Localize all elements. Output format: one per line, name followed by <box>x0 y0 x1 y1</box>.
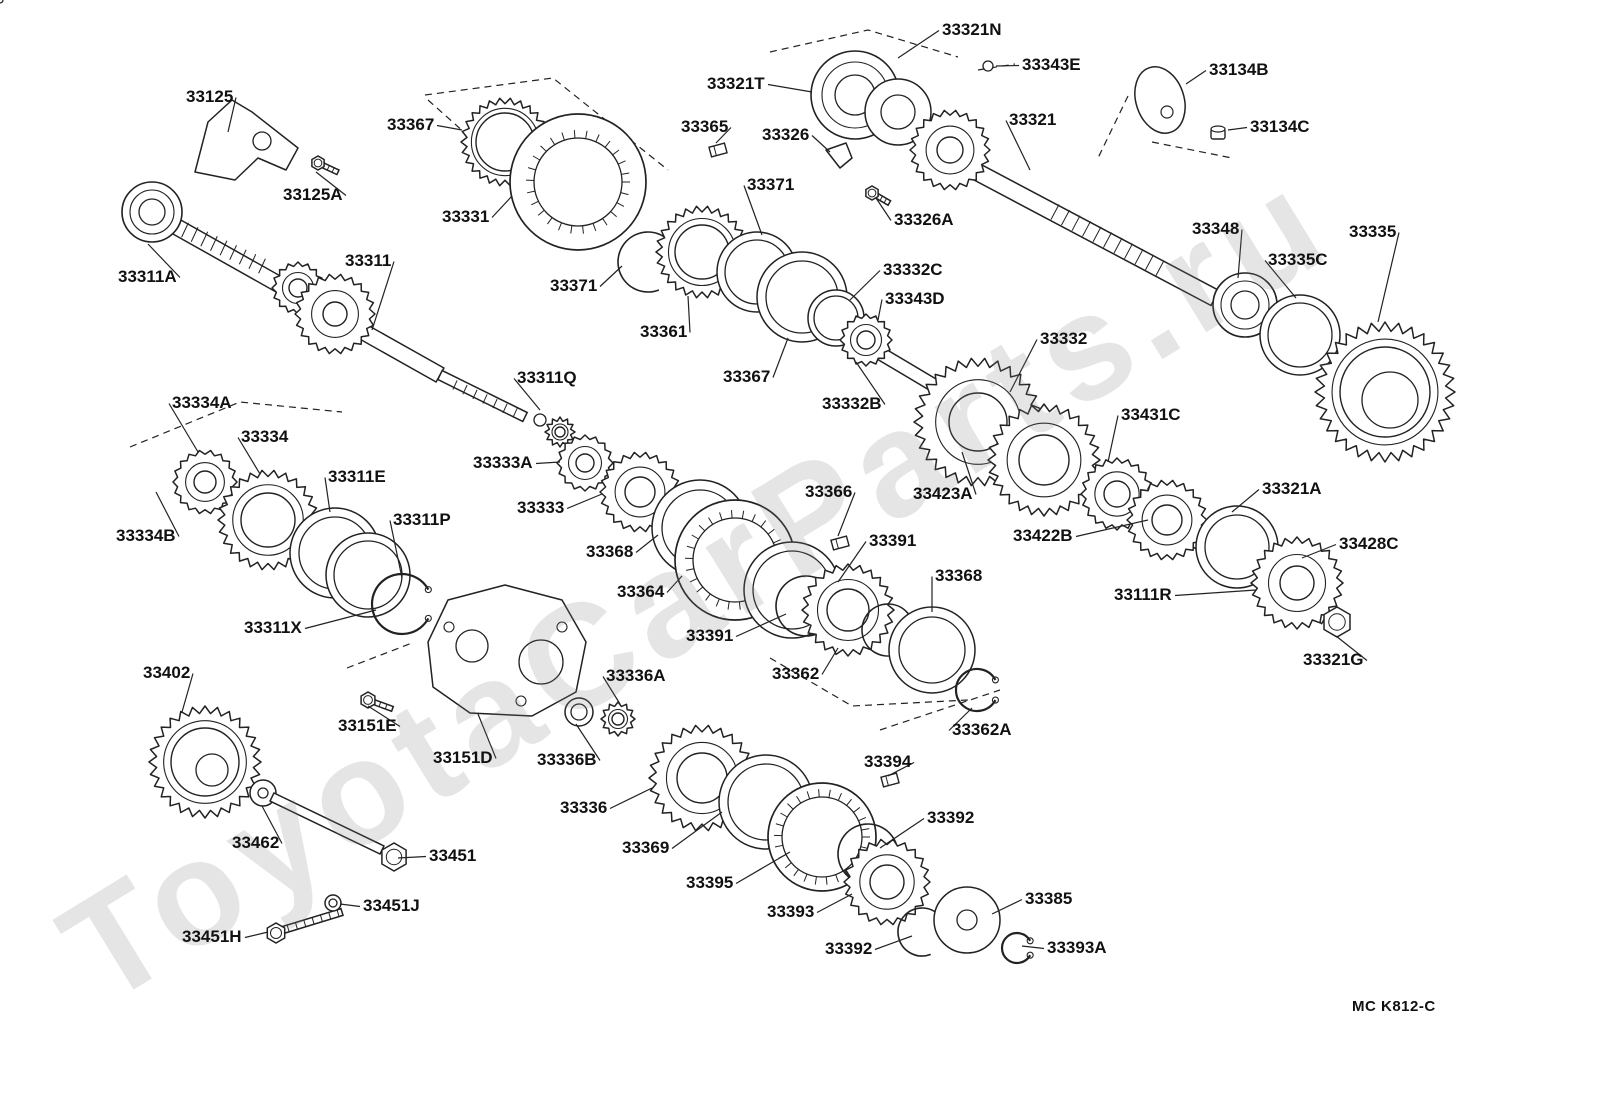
part-label: 33311P <box>393 510 451 529</box>
part-label: 33371 <box>747 175 795 194</box>
part-label: 33326A <box>894 210 954 229</box>
part-label: 33393 <box>767 902 815 921</box>
part-label: 33362A <box>952 720 1012 739</box>
part-label: 33321G <box>1303 650 1364 669</box>
part-label: 33311A <box>118 267 177 286</box>
part-label: 33361 <box>640 322 688 341</box>
part-label: 33333A <box>473 453 533 472</box>
part-label: 33134B <box>1209 60 1269 79</box>
part-label: 33125A <box>283 185 343 204</box>
part-label: 33365 <box>681 117 729 136</box>
part-label: 33392 <box>927 808 975 827</box>
part-label: 33311Q <box>517 368 577 387</box>
part-label: 33423A <box>913 484 973 503</box>
part-label: 33391 <box>686 626 734 645</box>
part-label: 33332C <box>883 260 943 279</box>
part-label: 33368 <box>935 566 983 585</box>
part-label: 33334 <box>241 427 289 446</box>
part-label: 33331 <box>442 207 490 226</box>
part-label: 33333 <box>517 498 565 517</box>
part-label: 33367 <box>723 367 771 386</box>
part-label: 33462 <box>232 833 280 852</box>
part-label: 33451H <box>182 927 242 946</box>
part-label: 33336A <box>606 666 666 685</box>
part-label: 33332B <box>822 394 882 413</box>
part-label: 33332 <box>1040 329 1088 348</box>
part-label: 33151D <box>433 748 493 767</box>
part-label: 33311X <box>244 618 302 637</box>
part-label: 33343D <box>885 289 945 308</box>
part-label: 33348 <box>1192 219 1240 238</box>
part-label: 33368 <box>586 542 634 561</box>
part-label: 33321N <box>942 20 1002 39</box>
part-label: 33393A <box>1047 938 1107 957</box>
part-label: 33335 <box>1349 222 1397 241</box>
part-label: 33394 <box>864 752 912 771</box>
part-label: 33335C <box>1268 250 1328 269</box>
part-label: 33385 <box>1025 889 1073 908</box>
part-label: 33334B <box>116 526 176 545</box>
part-label: 33151E <box>338 716 397 735</box>
part-label: 33321 <box>1009 110 1057 129</box>
part-label: 33321A <box>1262 479 1322 498</box>
part-label: 33111R <box>1114 585 1172 604</box>
part-label: 33428C <box>1339 534 1399 553</box>
part-label: 33343E <box>1022 55 1081 74</box>
part-label: 33366 <box>805 482 853 501</box>
part-label: 33369 <box>622 838 670 857</box>
part-label: 33392 <box>825 939 873 958</box>
part-label: 33321T <box>707 74 765 93</box>
part-label: 33371 <box>550 276 598 295</box>
diagram-code: MC K812-C <box>1352 998 1436 1015</box>
part-label: 33326 <box>762 125 810 144</box>
part-label: 33311E <box>328 467 386 486</box>
part-label: 33391 <box>869 531 917 550</box>
part-label: 33364 <box>617 582 665 601</box>
part-label: 33125 <box>186 87 234 106</box>
part-label: 33402 <box>143 663 191 682</box>
part-label: 33395 <box>686 873 734 892</box>
part-label: 33367 <box>387 115 435 134</box>
part-label: 33422B <box>1013 526 1073 545</box>
part-label: 33451 <box>429 846 477 865</box>
part-label: 33431C <box>1121 405 1181 424</box>
part-label: 33336B <box>537 750 597 769</box>
part-label: 33134C <box>1250 117 1310 136</box>
part-label: 33451J <box>363 896 420 915</box>
part-label: 33362 <box>772 664 820 683</box>
part-label: 33336 <box>560 798 608 817</box>
part-label: 33334A <box>172 393 232 412</box>
part-label: 33311 <box>345 251 392 270</box>
